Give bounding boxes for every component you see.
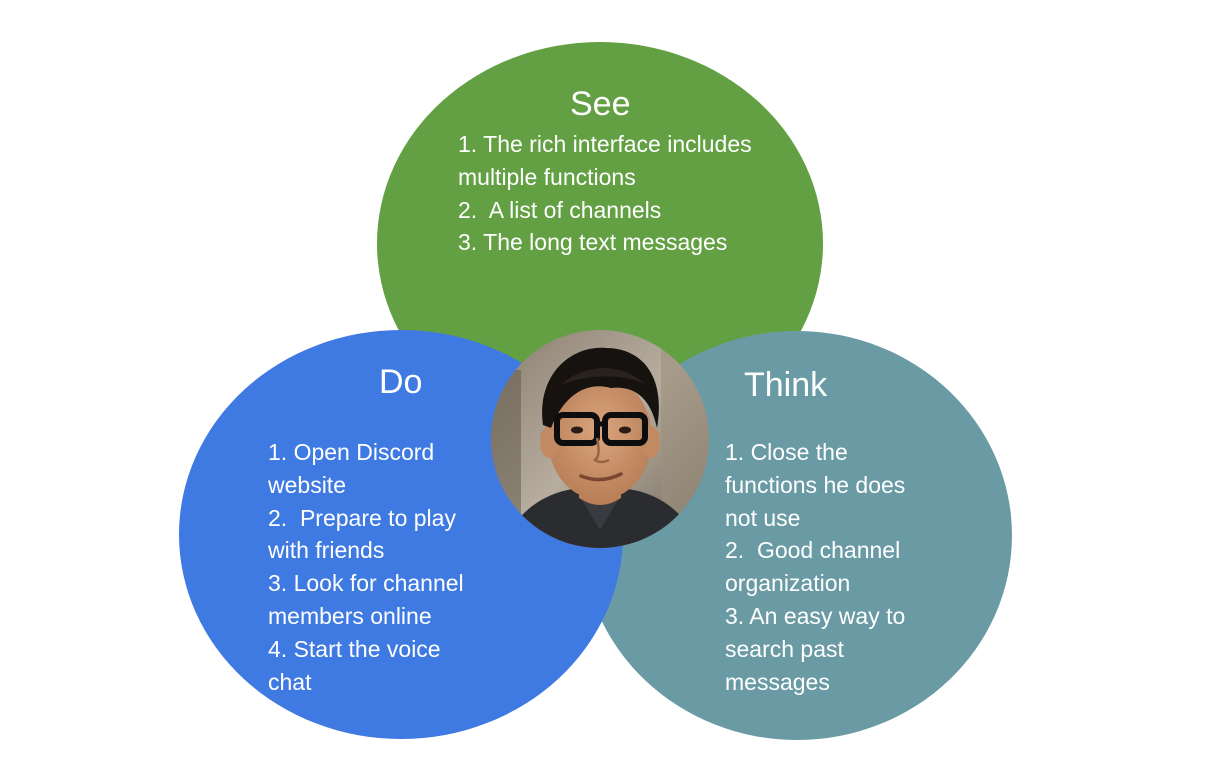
do-item: 4. Start the voice chat bbox=[268, 635, 447, 695]
see-item: 2. A list of channels bbox=[458, 196, 662, 223]
do-item: 1. Open Discord website bbox=[268, 439, 441, 498]
think-item: 2. Good channel organization bbox=[725, 537, 907, 597]
see-heading: See bbox=[570, 85, 631, 123]
think-heading: Think bbox=[744, 366, 828, 404]
see-list: 1. The rich interface includes multiple … bbox=[458, 128, 768, 259]
see-item: 3. The long text messages bbox=[458, 229, 728, 256]
think-item: 3. An easy way to search past messages bbox=[725, 602, 912, 695]
see-item: 1. The rich interface includes multiple … bbox=[458, 131, 759, 190]
persona-portrait-image bbox=[491, 330, 709, 548]
do-item: 3. Look for channel members online bbox=[268, 570, 471, 629]
think-list: 1. Close the functions he does not use 2… bbox=[725, 436, 930, 698]
do-heading: Do bbox=[379, 363, 423, 401]
think-item: 1. Close the functions he does not use bbox=[725, 439, 912, 531]
do-list: 1. Open Discord website 2. Prepare to pl… bbox=[268, 436, 490, 698]
do-item: 2. Prepare to play with friends bbox=[268, 504, 463, 564]
persona-portrait bbox=[491, 330, 709, 548]
